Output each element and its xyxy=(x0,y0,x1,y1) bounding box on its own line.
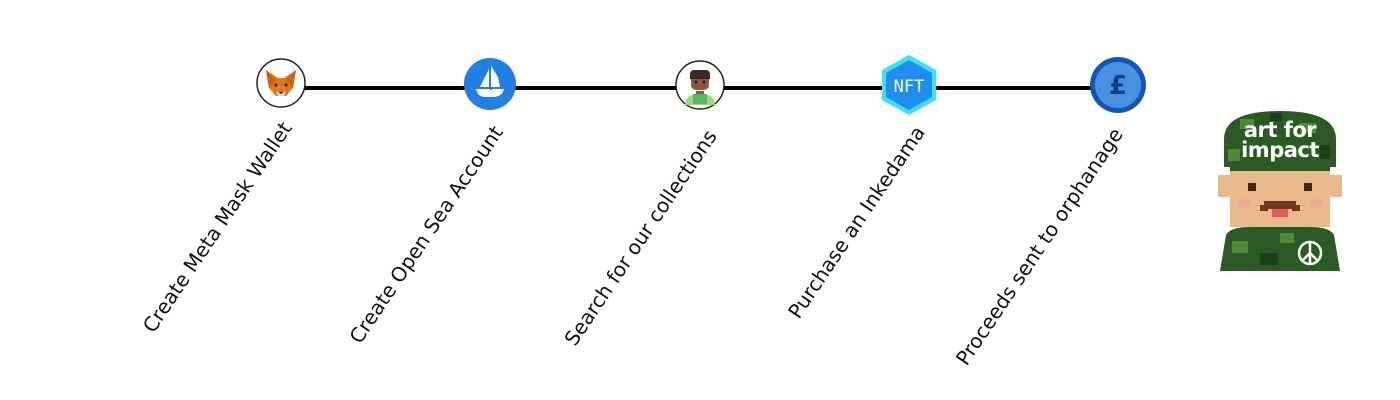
step-label-5: Proceeds sent to orphanage xyxy=(950,123,1128,370)
nft-badge-text: NFT xyxy=(894,77,925,97)
art-for-impact-logo: art for impact xyxy=(1210,105,1350,273)
pound-coin-icon: £ xyxy=(1090,57,1146,113)
logo-text-line1: art for xyxy=(1243,118,1317,142)
peace-sign-icon xyxy=(1297,240,1323,266)
nft-hexagon-icon: NFT xyxy=(882,55,936,115)
pound-symbol-text: £ xyxy=(1109,71,1127,101)
step-node-metamask xyxy=(256,58,306,112)
step-node-avatar xyxy=(675,60,725,114)
opensea-boat-icon xyxy=(464,58,516,110)
step-label-1: Create Meta Mask Wallet xyxy=(137,117,297,337)
step-label-4: Purchase an Inkedama xyxy=(783,121,930,323)
step-node-opensea xyxy=(463,57,517,115)
person-avatar-icon xyxy=(675,60,725,110)
step-node-pound: £ xyxy=(1089,56,1147,118)
logo-text-line2: impact xyxy=(1241,138,1319,162)
step-label-3: Search for our collections xyxy=(559,125,722,350)
step-label-2: Create Open Sea Account xyxy=(344,121,508,348)
step-node-nft: NFT xyxy=(878,53,940,121)
metamask-fox-icon xyxy=(256,58,306,108)
soldier-pixel-avatar-icon xyxy=(1218,111,1342,271)
